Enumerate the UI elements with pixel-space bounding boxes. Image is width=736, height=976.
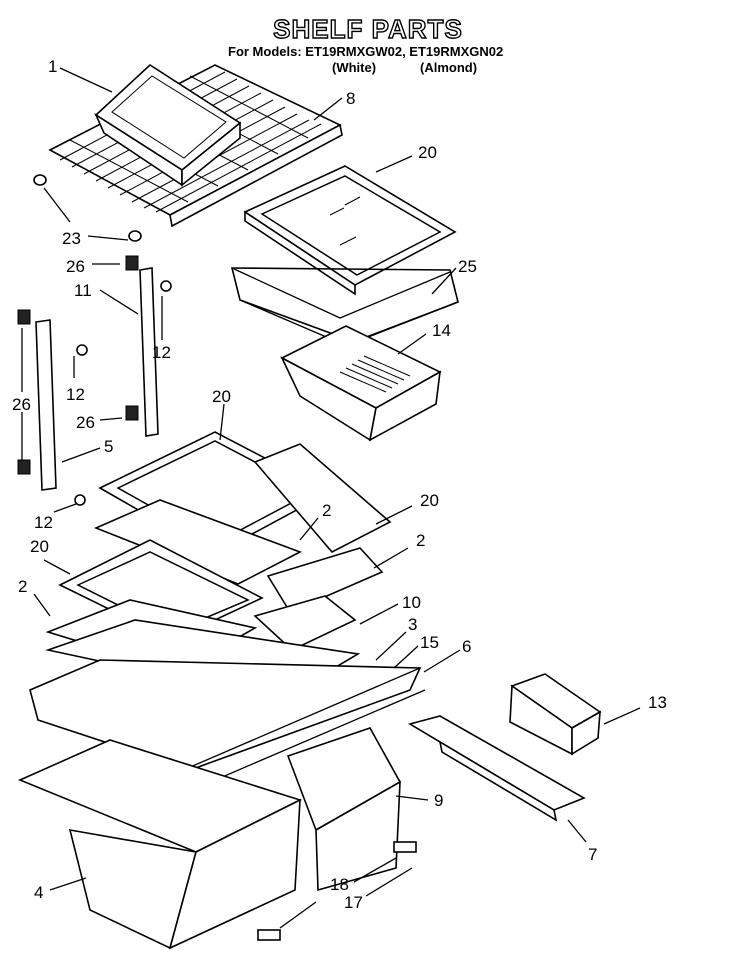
callout-labels: 1 8 20 23 26 11 25 12 14 12 26 26 20 5 2…: [12, 57, 667, 912]
callout-26-mid: 26: [76, 413, 95, 432]
callout-25: 25: [458, 257, 477, 276]
door-rail: [407, 715, 586, 822]
screws: [74, 280, 172, 506]
drawer-slides: [257, 841, 417, 941]
callout-20-right: 20: [420, 491, 439, 510]
glass-shelf-lower: [45, 539, 357, 673]
callout-20-middle: 20: [212, 387, 231, 406]
glass-shelf-upper: [243, 165, 457, 296]
shelf-rail-right: [125, 255, 159, 437]
callout-11: 11: [74, 281, 92, 300]
meat-drawer: [280, 325, 442, 442]
diagram-title: SHELF PARTS: [272, 13, 463, 44]
callout-6: 6: [462, 637, 471, 656]
shelf-rail-left: [17, 309, 57, 491]
callout-2-right: 2: [416, 531, 425, 550]
door-bin: [94, 63, 242, 187]
callout-13: 13: [648, 693, 667, 712]
callout-10: 10: [402, 593, 421, 612]
callout-20-lower: 20: [30, 537, 49, 556]
callout-20-upper: 20: [418, 143, 437, 162]
callout-26-top: 26: [66, 257, 85, 276]
callout-18: 18: [330, 875, 349, 894]
leader-lines: [21, 67, 641, 929]
crisper-drawer-left: [17, 739, 303, 950]
callout-2-left: 2: [18, 577, 27, 596]
white-label: (White): [332, 60, 377, 75]
almond-label: (Almond): [420, 60, 478, 75]
callout-15: 15: [420, 633, 439, 652]
callout-12-left: 12: [66, 385, 85, 404]
callout-12-rail: 12: [152, 343, 171, 362]
callout-1: 1: [48, 57, 57, 76]
callout-9: 9: [434, 791, 443, 810]
callout-3: 3: [408, 615, 417, 634]
callout-5: 5: [104, 437, 113, 456]
callout-8: 8: [346, 89, 355, 108]
crisper-drawer-right: [286, 727, 402, 892]
callout-4: 4: [34, 883, 43, 902]
utility-bin: [509, 673, 602, 756]
crisper-cover: [29, 619, 426, 791]
callout-12-bottom: 12: [34, 513, 53, 532]
callout-7: 7: [588, 845, 597, 864]
callout-17: 17: [344, 893, 363, 912]
callout-23: 23: [62, 229, 81, 248]
callout-14: 14: [432, 321, 451, 340]
glass-shelf-middle: [93, 431, 392, 614]
models-line: For Models: ET19RMXGW02, ET19RMXGN02: [228, 44, 504, 59]
callout-26-left: 26: [12, 395, 31, 414]
callout-2-middle: 2: [322, 501, 331, 520]
